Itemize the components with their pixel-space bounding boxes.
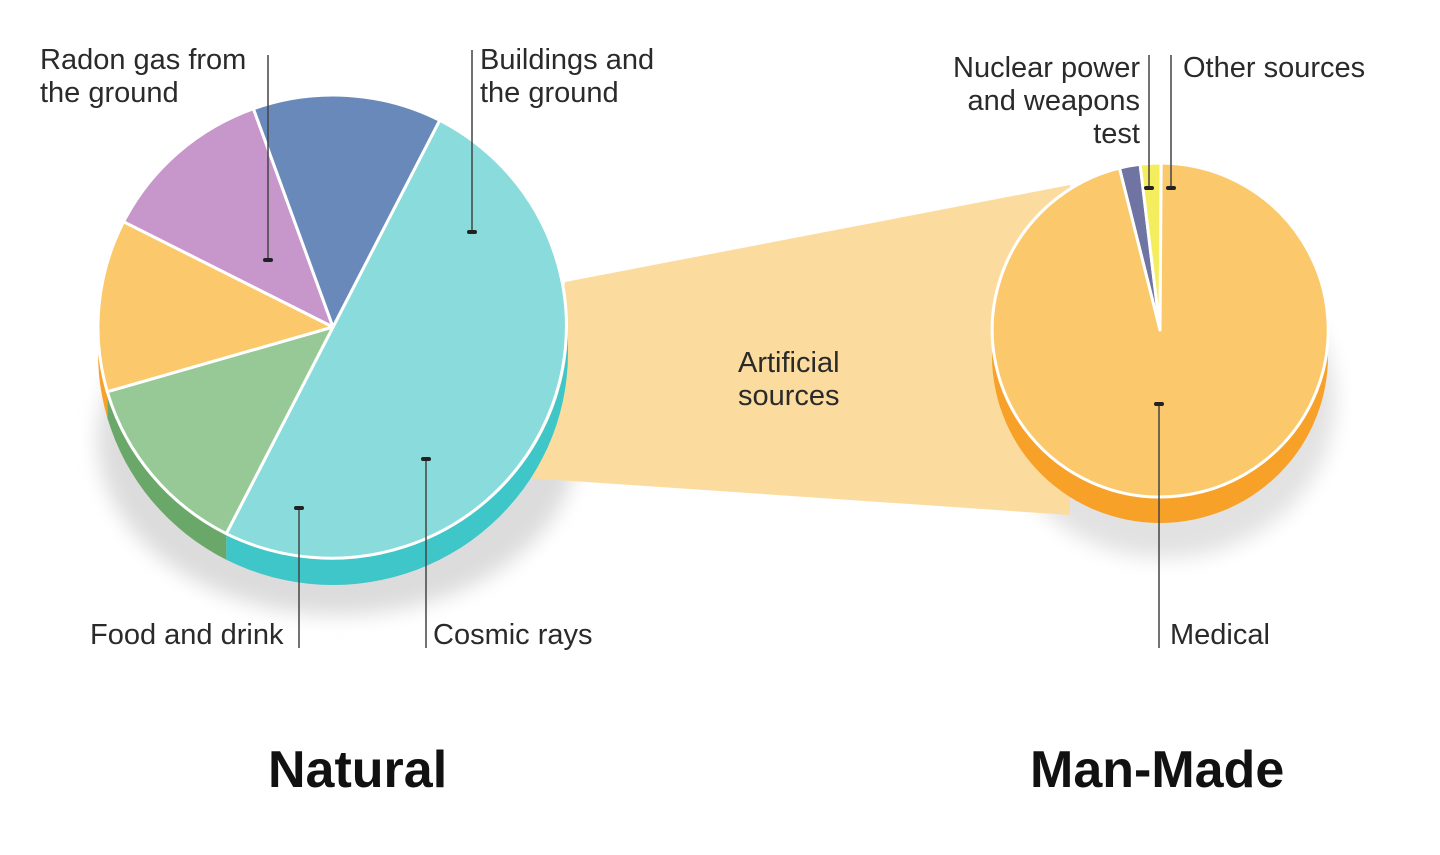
leader-buildings-dot — [467, 230, 477, 234]
artificial-connector-band — [528, 185, 1070, 515]
natural-artificial-sources-side — [98, 327, 108, 418]
manmade-pie-top — [990, 161, 1330, 499]
label-nuclear: Nuclear power and weapons test — [953, 52, 1140, 150]
label-radon: Radon gas from the ground — [40, 44, 247, 109]
natural-title: Natural — [268, 741, 448, 799]
label-other: Other sources — [1183, 52, 1366, 84]
natural-buildings-and-the-ground-slice — [105, 325, 335, 536]
leader-food-dot — [294, 506, 304, 510]
leader-cosmic-dot — [421, 457, 431, 461]
natural-radon-gas-from-the-ground-side — [226, 327, 569, 585]
label-food: Food and drink — [90, 619, 284, 651]
natural-artificial-sources-slice — [96, 220, 335, 394]
label-artificial: Artificial sources — [738, 347, 840, 412]
label-buildings: Buildings and the ground — [480, 44, 655, 109]
leader-medical-dot — [1154, 402, 1164, 406]
manmade-medical-slice — [990, 161, 1330, 499]
leader-lines — [263, 50, 1176, 648]
natural-pie-top — [96, 93, 568, 560]
leader-radon-dot — [263, 258, 273, 262]
label-medical: Medical — [1170, 619, 1270, 651]
natural-radon-gas-from-the-ground-slice — [224, 118, 568, 560]
leader-nuclear-dot — [1144, 186, 1154, 190]
label-cosmic: Cosmic rays — [433, 619, 593, 651]
manmade-title: Man-Made — [1030, 741, 1285, 799]
leader-other-dot — [1166, 186, 1176, 190]
natural-cosmic-rays-slice — [122, 107, 335, 329]
